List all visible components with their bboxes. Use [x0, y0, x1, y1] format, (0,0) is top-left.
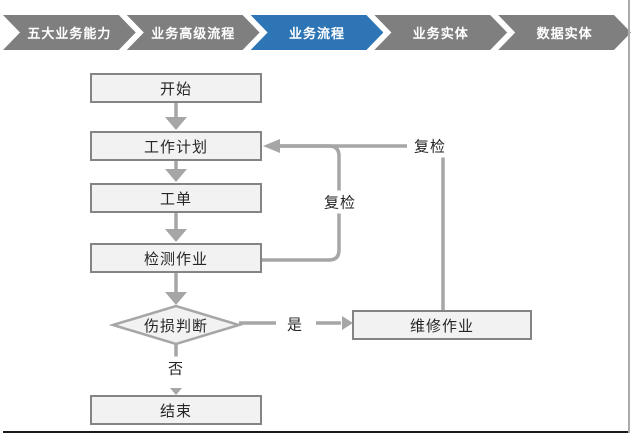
node-label: 工单 — [159, 190, 192, 208]
node-start: 开始 — [90, 73, 262, 103]
breadcrumb-item-business-entity[interactable]: 业务实体 — [374, 15, 507, 50]
arrowhead-down-icon — [165, 292, 187, 305]
bottom-border-line — [3, 431, 628, 433]
decision-diamond — [108, 304, 244, 346]
edge-label-no: 否 — [160, 356, 192, 380]
breadcrumb-label: 业务流程 — [288, 26, 345, 41]
node-work-order: 工单 — [90, 183, 262, 213]
node-label: 检测作业 — [143, 250, 208, 268]
node-work-plan: 工作计划 — [90, 131, 262, 161]
breadcrumb-item-data-entity[interactable]: 数据实体 — [498, 15, 631, 50]
node-label: 伤损判断 — [143, 317, 208, 335]
arrowhead-down-small-icon — [170, 388, 182, 395]
edge-label-recheck-inner: 复检 — [316, 190, 364, 214]
breadcrumb-item-five-capabilities[interactable]: 五大业务能力 — [3, 15, 136, 50]
node-label: 结束 — [159, 402, 192, 420]
node-label: 开始 — [159, 80, 192, 98]
arrowhead-down-icon — [165, 229, 187, 242]
breadcrumb-label: 业务高级流程 — [151, 26, 236, 41]
edge-label-recheck-outer: 复检 — [406, 134, 454, 158]
breadcrumb-item-advanced-process[interactable]: 业务高级流程 — [127, 15, 260, 50]
breadcrumb-label: 业务实体 — [412, 26, 469, 41]
breadcrumb-item-business-process[interactable]: 业务流程 — [251, 15, 384, 50]
node-label: 维修作业 — [409, 317, 474, 335]
right-border-line — [628, 0, 630, 433]
arrowhead-down-icon — [165, 117, 187, 130]
node-end: 结束 — [90, 395, 262, 425]
arrowhead-left-icon — [263, 139, 280, 153]
node-label: 工作计划 — [143, 138, 208, 156]
edge-label-yes: 是 — [279, 312, 311, 336]
node-inspection: 检测作业 — [90, 243, 262, 273]
node-damage-decision-label: 伤损判断 — [113, 306, 239, 344]
arrowhead-down-icon — [165, 169, 187, 182]
node-repair: 维修作业 — [352, 310, 532, 340]
breadcrumb: 五大业务能力 业务高级流程 业务流程 业务实体 数据实体 — [3, 15, 631, 50]
breadcrumb-label: 五大业务能力 — [27, 26, 112, 41]
edge-repair-recheck-to-workplan — [280, 144, 445, 310]
arrowhead-right-icon — [342, 316, 353, 330]
breadcrumb-label: 数据实体 — [536, 26, 593, 41]
